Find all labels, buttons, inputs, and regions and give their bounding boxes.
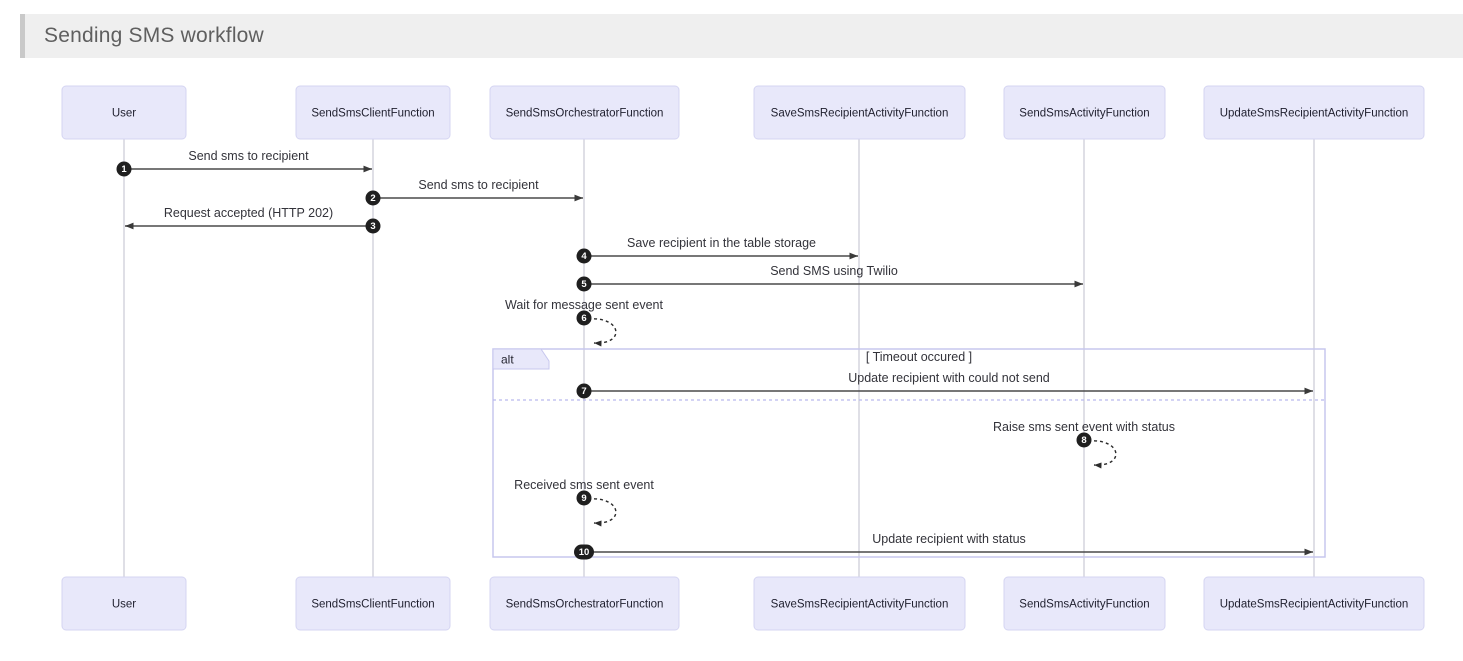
message-label: Request accepted (HTTP 202) — [164, 206, 333, 220]
message-4[interactable]: Save recipient in the table storage 4 — [576, 236, 859, 264]
message-label: Raise sms sent event with status — [993, 420, 1175, 434]
participant-label: User — [112, 108, 136, 120]
sequence-badge — [576, 310, 592, 326]
message-self-loop — [587, 318, 617, 347]
message-5[interactable]: Send SMS using Twilio 5 — [576, 264, 1084, 292]
header-bar — [20, 14, 1463, 58]
participant-label: SaveSmsRecipientActivityFunction — [771, 108, 949, 120]
sequence-badge — [116, 161, 132, 177]
message-label: Update recipient with could not send — [848, 371, 1050, 385]
participant-label: SendSmsActivityFunction — [1019, 108, 1149, 120]
sequence-badge-label: 9 — [581, 493, 586, 504]
participant-box — [489, 576, 680, 631]
participant-label: SaveSmsRecipientActivityFunction — [771, 599, 949, 611]
message-7[interactable]: Update recipient with could not send 7 — [576, 371, 1314, 399]
participant-box — [61, 576, 187, 631]
sequence-badge-label: 3 — [370, 221, 375, 232]
message-label: Send sms to recipient — [418, 178, 539, 192]
message-label: Update recipient with status — [872, 532, 1026, 546]
participant-label: SendSmsActivityFunction — [1019, 599, 1149, 611]
sequence-badge — [365, 218, 381, 234]
message-self-loop — [587, 498, 617, 527]
sequence-badge-label: 6 — [581, 313, 586, 324]
message-label: Send SMS using Twilio — [770, 264, 898, 278]
participant-client-bottom[interactable]: SendSmsClientFunction — [295, 576, 451, 631]
sequence-badge — [576, 276, 592, 292]
sequence-badge-label: 7 — [581, 386, 586, 397]
message-label: Wait for message sent event — [505, 298, 663, 312]
sequence-badge-label: 8 — [1081, 435, 1086, 446]
participant-update-bottom[interactable]: UpdateSmsRecipientActivityFunction — [1203, 576, 1425, 631]
participant-send-bottom[interactable]: SendSmsActivityFunction — [1003, 576, 1166, 631]
participant-box — [753, 85, 966, 140]
page-title: Sending SMS workflow — [44, 24, 264, 47]
participant-update-top[interactable]: UpdateSmsRecipientActivityFunction — [1203, 85, 1425, 140]
participant-box — [1203, 85, 1425, 140]
message-10[interactable]: Update recipient with status 10 — [574, 532, 1313, 560]
sequence-badge — [1076, 432, 1092, 448]
participant-orchestrator-top[interactable]: SendSmsOrchestratorFunction — [489, 85, 680, 140]
participant-user-top[interactable]: User — [61, 85, 187, 140]
message-label: Received sms sent event — [514, 478, 654, 492]
participant-client-top[interactable]: SendSmsClientFunction — [295, 85, 451, 140]
message-3[interactable]: Request accepted (HTTP 202) 3 — [125, 206, 381, 234]
fragments-layer: alt [ Timeout occured ] — [492, 348, 1326, 558]
sequence-badge-label: 10 — [579, 547, 590, 558]
header-accent-bar — [20, 14, 25, 58]
participant-orchestrator-bottom[interactable]: SendSmsOrchestratorFunction — [489, 576, 680, 631]
participant-box — [1003, 576, 1166, 631]
participant-label: UpdateSmsRecipientActivityFunction — [1220, 599, 1409, 611]
participant-box — [753, 576, 966, 631]
participant-label: SendSmsClientFunction — [311, 108, 434, 120]
participant-send-top[interactable]: SendSmsActivityFunction — [1003, 85, 1166, 140]
participant-box — [489, 85, 680, 140]
participant-label: SendSmsClientFunction — [311, 599, 434, 611]
sequence-badge — [365, 190, 381, 206]
participant-box — [61, 85, 187, 140]
message-label: Save recipient in the table storage — [627, 236, 816, 250]
sequence-badge-label: 2 — [370, 193, 375, 204]
actors-layer: UserUserSendSmsClientFunctionSendSmsClie… — [61, 85, 1425, 631]
sequence-badge-label: 1 — [121, 164, 127, 175]
sequence-badge-label: 4 — [581, 251, 587, 262]
message-2[interactable]: Send sms to recipient 2 — [365, 178, 584, 206]
fragment-operator-label: alt — [501, 353, 514, 367]
fragment-operator-tab — [492, 348, 550, 370]
sequence-badge — [574, 544, 594, 560]
message-1[interactable]: Send sms to recipient 1 — [116, 149, 373, 177]
participant-box — [1003, 85, 1166, 140]
participant-save-top[interactable]: SaveSmsRecipientActivityFunction — [753, 85, 966, 140]
fragment-alt-timeout: alt [ Timeout occured ] — [492, 348, 1326, 558]
message-label: Send sms to recipient — [188, 149, 309, 163]
participant-save-bottom[interactable]: SaveSmsRecipientActivityFunction — [753, 576, 966, 631]
message-self-loop — [1087, 440, 1117, 469]
participant-box — [295, 576, 451, 631]
participant-label: SendSmsOrchestratorFunction — [506, 599, 664, 611]
sequence-badge — [576, 248, 592, 264]
sequence-badge — [576, 490, 592, 506]
sequence-badge — [576, 383, 592, 399]
sequence-badge-label: 5 — [581, 279, 587, 290]
participant-label: User — [112, 599, 136, 611]
participant-label: SendSmsOrchestratorFunction — [506, 108, 664, 120]
participant-box — [1203, 576, 1425, 631]
lifelines-layer — [123, 139, 1315, 577]
fragment-frame — [492, 348, 1326, 558]
participant-label: UpdateSmsRecipientActivityFunction — [1220, 108, 1409, 120]
participant-user-bottom[interactable]: User — [61, 576, 187, 631]
fragment-condition-label: [ Timeout occured ] — [866, 350, 972, 364]
participant-box — [295, 85, 451, 140]
